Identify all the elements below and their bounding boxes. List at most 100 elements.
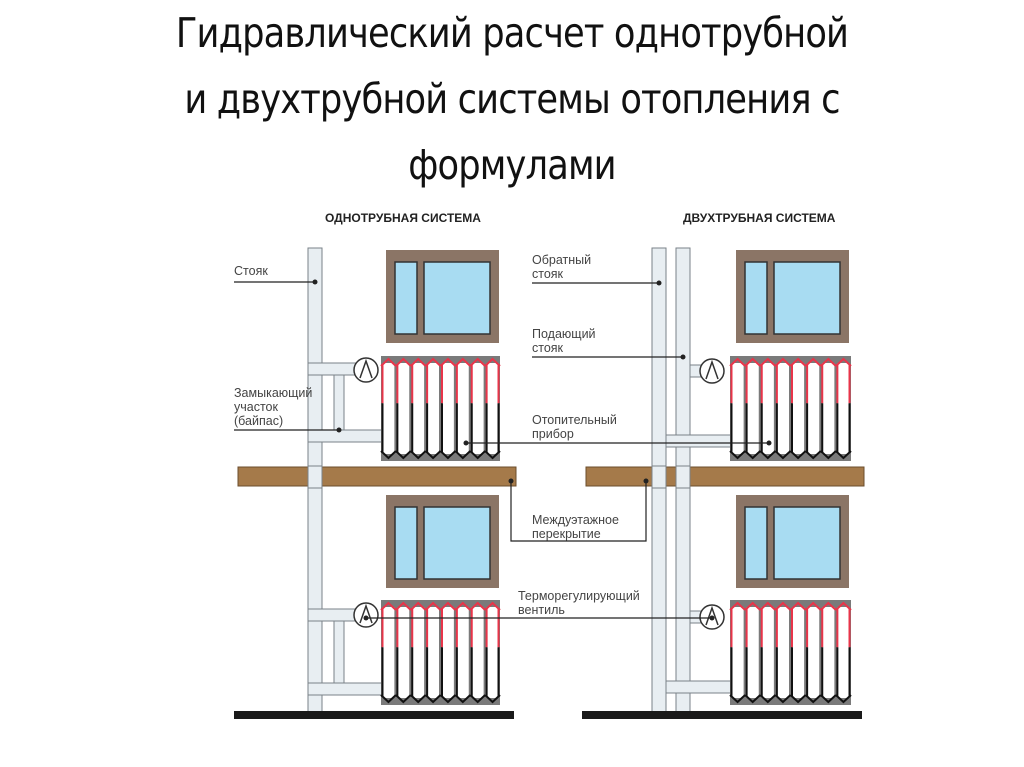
single-upper-radiator-section [382, 363, 395, 454]
single-upper-radiator-top-cap [439, 357, 457, 367]
two-lower-radiator-section [807, 607, 820, 698]
label-return-riser-1: Обратный [532, 253, 591, 267]
two-upper-radiator-bottom-cap [759, 450, 777, 460]
single-lower-radiator-bottom-cap [424, 694, 442, 704]
single-upper-radiator-section [486, 363, 499, 454]
two-lower-radiator-bottom-cap [759, 694, 777, 704]
two-ground-line [582, 711, 862, 719]
single-lower-radiator-top-cap [484, 601, 501, 611]
label-supply-riser-2: стояк [532, 341, 564, 355]
leader-valve-dot-right [709, 615, 715, 621]
label-floor-slab-2: перекрытие [532, 527, 601, 541]
single-lower-radiator-bottom-cap [410, 694, 427, 704]
leader-riser-dot [312, 279, 318, 285]
single-lower-radiator-bottom-cap [439, 694, 457, 704]
two-upper-radiator-bottom-cap [744, 450, 761, 460]
single-lower-radiator-section [442, 607, 454, 698]
single-lower-radiator-section [471, 607, 484, 698]
label-valve-2: вентиль [518, 603, 565, 617]
two-upper-radiator-section [761, 363, 774, 454]
two-lower-window-pane-small [744, 506, 768, 580]
single-upper-radiator-bottom-cap [380, 450, 397, 460]
two-upper-radiator-top-cap [789, 357, 807, 367]
title-line-1: Гидравлический расчет однотрубной [175, 9, 849, 57]
single-upper-radiator-section [427, 363, 439, 454]
two-lower-radiator-top-cap [820, 601, 837, 611]
single-lower-radiator-bottom-cap [454, 694, 471, 704]
two-lower-radiator-section [761, 607, 774, 698]
single-lower-return-branch [307, 682, 383, 696]
single-upper-radiator-bottom-cap [439, 450, 457, 460]
two-upper-radiator-section [822, 363, 835, 454]
single-upper-radiator-bottom-cap [469, 450, 486, 460]
label-supply-riser-1: Подающий [532, 327, 596, 341]
two-upper-radiator-bottom-cap [820, 450, 837, 460]
two-lower-radiator-top-cap [729, 601, 746, 611]
single-lower-radiator-section [486, 607, 499, 698]
leader-valve-dot [363, 615, 369, 621]
single-lower-radiator-bottom-cap [484, 694, 501, 704]
single-pipe-header: ОДНОТРУБНАЯ СИСТЕМА [325, 211, 481, 225]
two-upper-radiator-section [837, 363, 850, 454]
leader-heater-left-dot [463, 440, 469, 446]
single-upper-radiator-bottom-cap [454, 450, 471, 460]
two-upper-radiator-bottom-cap [774, 450, 792, 460]
single-upper-radiator-bottom-cap [484, 450, 501, 460]
single-riser-pipe-slab-pass [307, 465, 323, 489]
two-lower-radiator-top-cap [759, 601, 777, 611]
label-heater-1: Отопительный [532, 413, 617, 427]
label-floor-slab-1: Междуэтажное [532, 513, 619, 527]
leader-heater-right-dot [766, 440, 772, 446]
single-ground-line [234, 711, 514, 719]
two-upper-valve-icon-glyph [705, 359, 719, 380]
single-upper-valve-icon-glyph [359, 358, 373, 379]
single-lower-radiator-top-cap [424, 601, 442, 611]
leader-supply-riser-dot [680, 354, 686, 360]
single-upper-radiator-section [471, 363, 484, 454]
two-lower-radiator-bottom-cap [744, 694, 761, 704]
single-lower-window-pane-large [423, 506, 491, 580]
slide-title: Гидравлический расчет однотрубной и двух… [72, 0, 953, 198]
single-lower-radiator-section [427, 607, 439, 698]
single-upper-radiator-section [442, 363, 454, 454]
two-upper-radiator-top-cap [729, 357, 746, 367]
single-upper-radiator-top-cap [410, 357, 427, 367]
single-upper-radiator-top-cap [380, 357, 397, 367]
two-lower-radiator-top-cap [804, 601, 822, 611]
two-lower-radiator-bottom-cap [729, 694, 746, 704]
two-lower-radiator-section [746, 607, 759, 698]
single-lower-radiator-section [382, 607, 395, 698]
two-lower-radiator-section [822, 607, 835, 698]
two-pipe-header: ДВУХТРУБНАЯ СИСТЕМА [683, 211, 836, 225]
single-lower-radiator-section [412, 607, 425, 698]
two-upper-radiator-section [776, 363, 789, 454]
single-lower-radiator-top-cap [410, 601, 427, 611]
two-upper-radiator-bottom-cap [729, 450, 746, 460]
single-lower-bypass [333, 620, 345, 691]
single-lower-valve-icon-glyph [359, 603, 373, 624]
two-return-riser-slab-pass [651, 465, 667, 489]
two-lower-radiator-top-cap [835, 601, 852, 611]
single-upper-radiator-bottom-cap [395, 450, 412, 460]
leader-floor-slab-dot [508, 478, 514, 484]
single-lower-radiator-top-cap [395, 601, 412, 611]
single-upper-radiator-section [456, 363, 469, 454]
single-upper-radiator-bottom-cap [410, 450, 427, 460]
two-upper-radiator-top-cap [820, 357, 837, 367]
two-lower-radiator-top-cap [744, 601, 761, 611]
two-upper-radiator-section [731, 363, 744, 454]
label-riser: Стояк [234, 264, 268, 278]
leader-floor-slab [510, 481, 647, 542]
two-lower-radiator-section [837, 607, 850, 698]
two-lower-return-branch [665, 680, 734, 694]
two-lower-window-pane-large [773, 506, 841, 580]
two-lower-radiator-section [776, 607, 789, 698]
two-lower-radiator-bottom-cap [789, 694, 807, 704]
single-lower-radiator-top-cap [469, 601, 486, 611]
label-bypass-2: участок [234, 400, 279, 414]
two-upper-radiator-section [792, 363, 805, 454]
single-upper-radiator-bottom-cap [424, 450, 442, 460]
two-upper-radiator-section [746, 363, 759, 454]
leader-floor-slab-dot-right [643, 478, 649, 484]
two-lower-radiator-top-cap [789, 601, 807, 611]
